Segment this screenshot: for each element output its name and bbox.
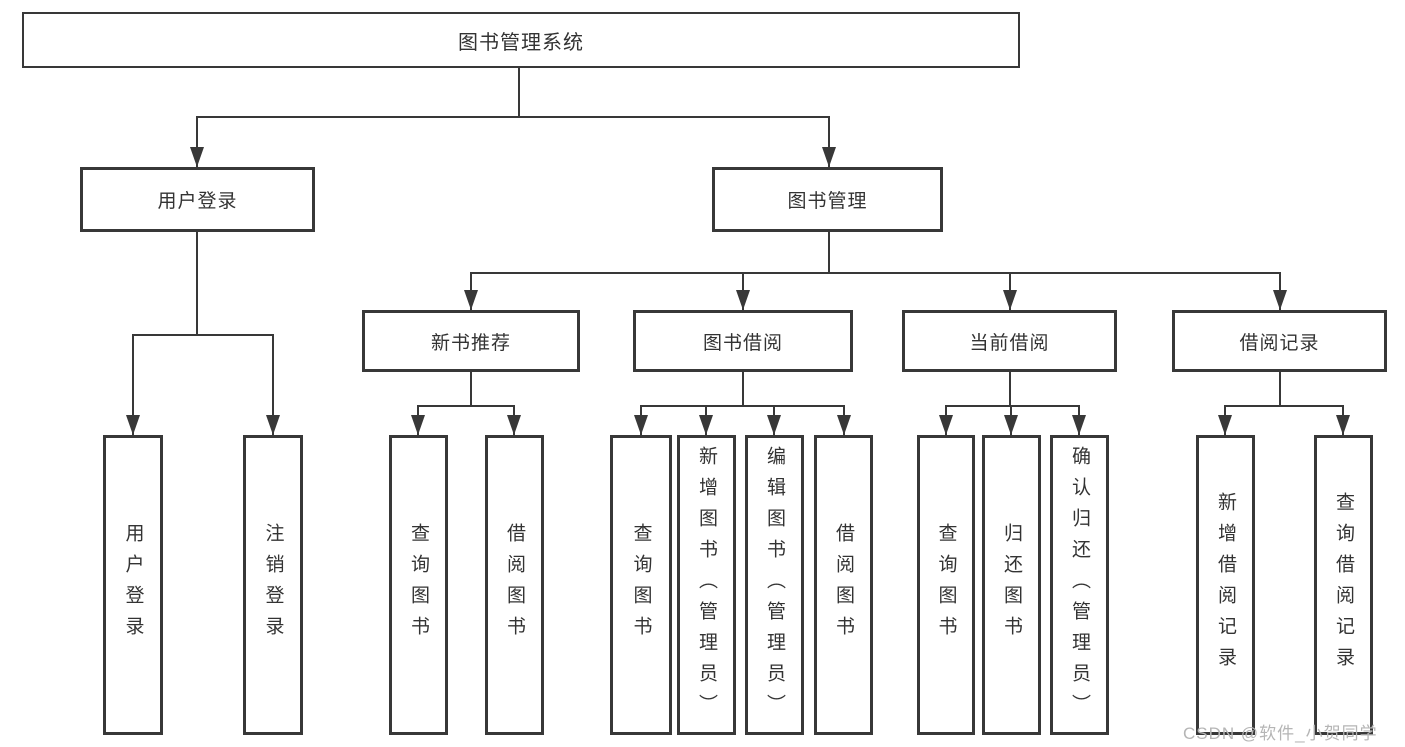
leaf-borrow-books-recommend: 借阅图书	[485, 435, 544, 735]
node-label: 查询图书	[408, 523, 429, 647]
node-label: 图书借阅	[702, 332, 783, 354]
node-label: 编辑图书（管理员）	[764, 445, 785, 725]
leaf-confirm-return-admin: 确认归还（管理员）	[1050, 435, 1109, 735]
leaf-borrow-books: 借阅图书	[814, 435, 873, 735]
node-library-management-system: 图书管理系统	[22, 12, 1020, 68]
csdn-watermark: CSDN @软件_小贺同学	[1183, 724, 1378, 743]
node-borrowing-records: 借阅记录	[1172, 310, 1387, 372]
node-user-login: 用户登录	[80, 167, 315, 232]
node-label: 借阅图书	[833, 523, 854, 647]
leaf-query-books-recommend: 查询图书	[389, 435, 448, 735]
node-label: 注销登录	[262, 523, 284, 647]
node-label: 新增借阅记录	[1215, 492, 1236, 678]
leaf-query-borrow-record: 查询借阅记录	[1314, 435, 1373, 735]
node-label: 用户登录	[157, 191, 238, 212]
node-label: 归还图书	[1001, 523, 1022, 647]
node-book-borrowing: 图书借阅	[633, 310, 853, 372]
node-label: 新书推荐	[430, 332, 511, 354]
node-label: 图书管理	[787, 191, 868, 212]
node-label: 图书管理系统	[458, 31, 584, 54]
node-label: 借阅记录	[1239, 332, 1320, 354]
leaf-user-login: 用户登录	[103, 435, 163, 735]
node-label: 确认归还（管理员）	[1069, 445, 1090, 725]
leaf-logout: 注销登录	[243, 435, 303, 735]
leaf-return-books: 归还图书	[982, 435, 1041, 735]
node-label: 当前借阅	[969, 332, 1050, 354]
leaf-query-books-borrow: 查询图书	[610, 435, 672, 735]
node-label: 借阅图书	[504, 523, 525, 647]
node-label: 查询图书	[630, 523, 652, 647]
node-label: 查询图书	[935, 523, 957, 647]
node-label: 查询借阅记录	[1333, 492, 1354, 678]
leaf-add-books-admin: 新增图书（管理员）	[677, 435, 736, 735]
node-current-borrowing: 当前借阅	[902, 310, 1117, 372]
node-book-management: 图书管理	[712, 167, 943, 232]
node-new-book-recommend: 新书推荐	[362, 310, 580, 372]
node-label: 用户登录	[122, 523, 144, 647]
leaf-edit-books-admin: 编辑图书（管理员）	[745, 435, 804, 735]
leaf-query-books-current: 查询图书	[917, 435, 975, 735]
leaf-add-borrow-record: 新增借阅记录	[1196, 435, 1255, 735]
node-label: 新增图书（管理员）	[696, 445, 717, 725]
